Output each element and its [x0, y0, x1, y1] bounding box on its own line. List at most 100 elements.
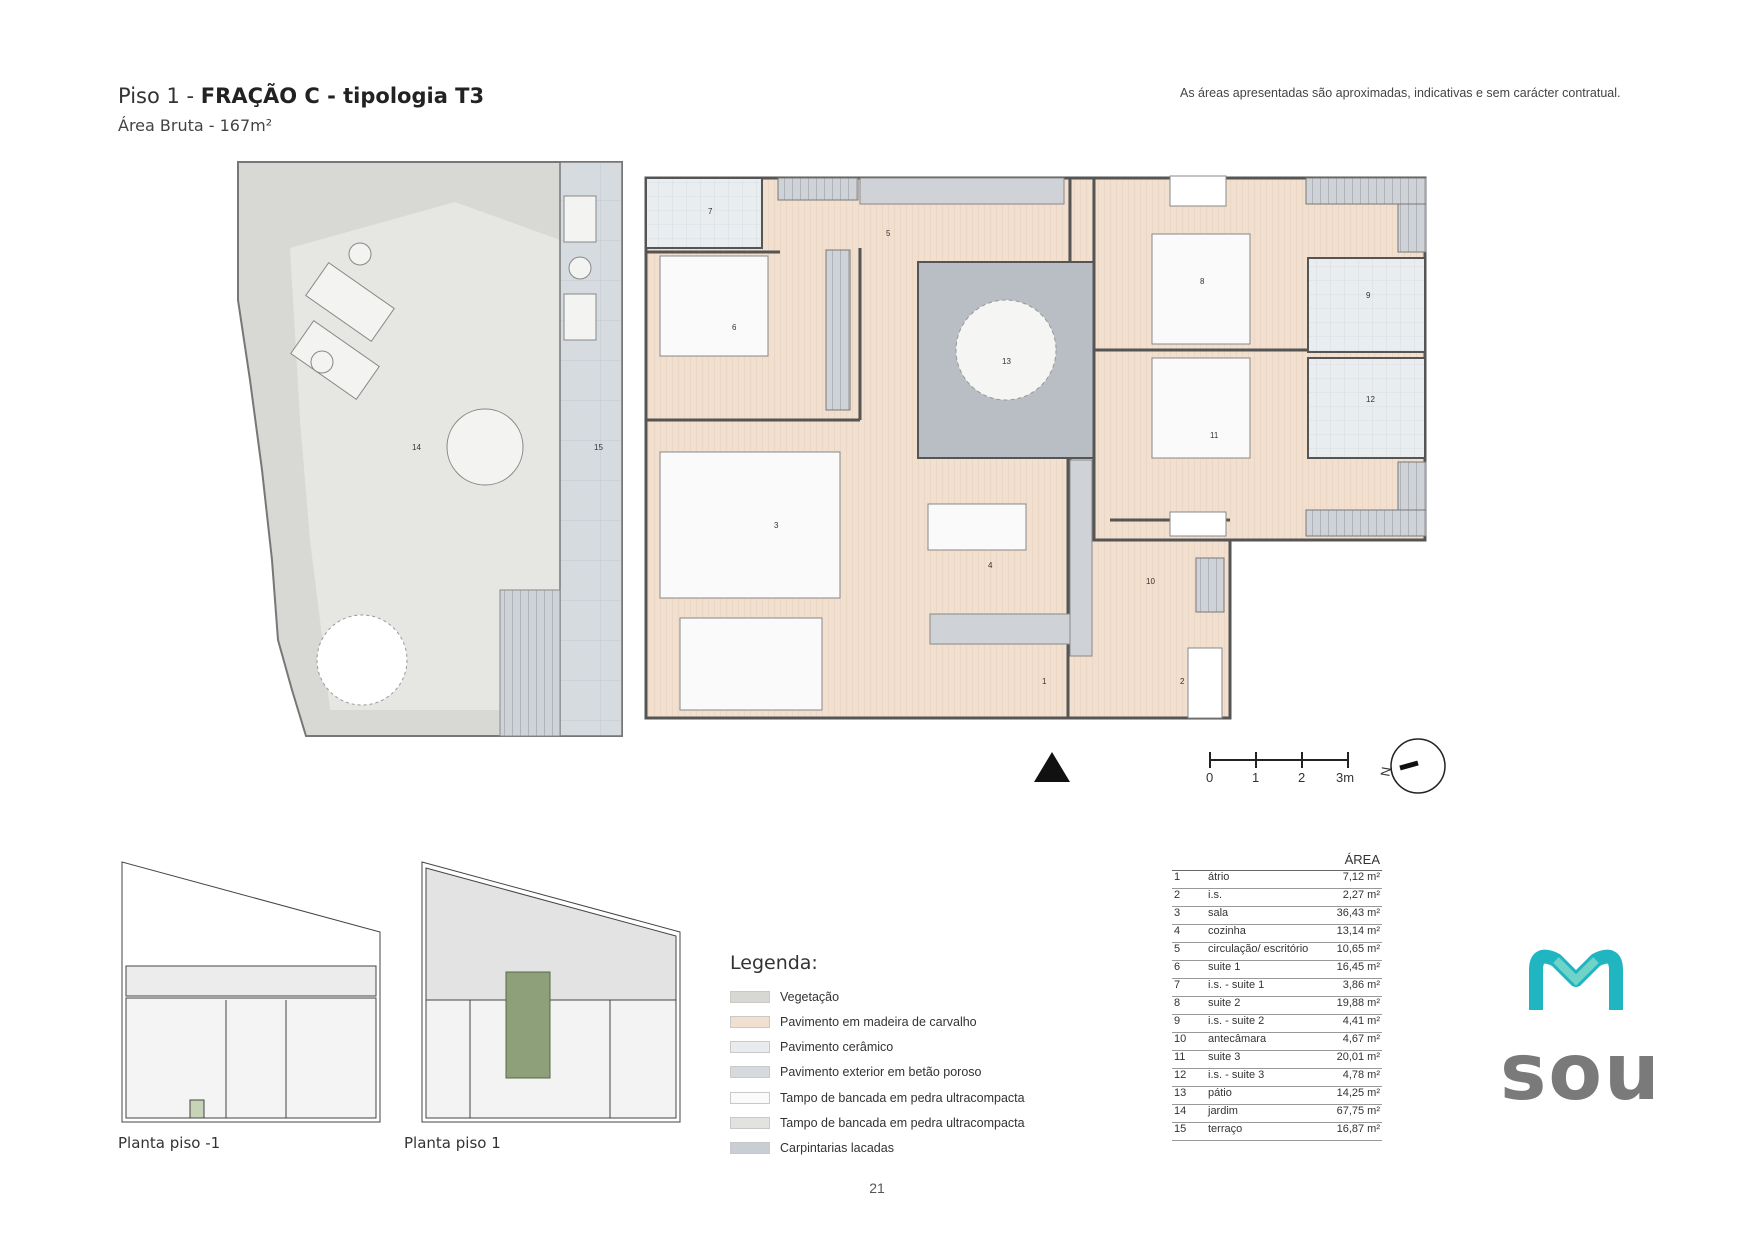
mini-plan-basement [121, 861, 381, 1123]
legend-item: Pavimento em madeira de carvalho [730, 1013, 977, 1031]
room-number: 10 [1146, 577, 1155, 586]
entrance-arrow-icon [1034, 752, 1070, 782]
area-number: 1 [1172, 870, 1206, 889]
area-value: 14,25 m² [1326, 1086, 1382, 1105]
area-number: 15 [1172, 1122, 1206, 1141]
legend-label: Pavimento exterior em betão poroso [780, 1065, 982, 1079]
area-room: sala [1206, 906, 1327, 925]
legend-label: Carpintarias lacadas [780, 1141, 894, 1155]
area-value: 10,65 m² [1326, 942, 1382, 961]
room-number: 8 [1200, 277, 1205, 286]
disclaimer: As áreas apresentadas são aproximadas, i… [1180, 86, 1621, 100]
area-value: 2,27 m² [1326, 888, 1382, 907]
area-room: jardim [1206, 1104, 1327, 1123]
legend-label: Tampo de bancada em pedra ultracompacta [780, 1091, 1025, 1105]
terrace [559, 161, 623, 737]
legend-label: Vegetação [780, 990, 840, 1004]
area-value: 67,75 m² [1326, 1104, 1382, 1123]
area-room: antecâmara [1206, 1032, 1327, 1051]
area-value: 36,43 m² [1326, 906, 1382, 925]
area-number: 6 [1172, 960, 1206, 979]
gross-area: Área Bruta - 167m² [118, 116, 273, 135]
legend-swatch [730, 1041, 770, 1053]
legend-label: Tampo de bancada em pedra ultracompacta [780, 1116, 1025, 1130]
legend-swatch [730, 1142, 770, 1154]
area-room: átrio [1206, 870, 1327, 889]
area-number: 3 [1172, 906, 1206, 925]
area-room: i.s. - suite 1 [1206, 978, 1327, 997]
area-room: suite 3 [1206, 1050, 1327, 1069]
room-number: 11 [1210, 431, 1219, 440]
north-label: N [1377, 766, 1393, 778]
sou-logo-icon [1529, 949, 1623, 1010]
area-number: 13 [1172, 1086, 1206, 1105]
area-value: 4,78 m² [1326, 1068, 1382, 1087]
area-room: terraço [1206, 1122, 1327, 1141]
room-number: 3 [774, 521, 779, 530]
area-number: 14 [1172, 1104, 1206, 1123]
mini-plan-floor1-caption: Planta piso 1 [404, 1134, 501, 1152]
area-number: 5 [1172, 942, 1206, 961]
legend-item: Tampo de bancada em pedra ultracompacta [730, 1089, 1025, 1107]
room-number: 14 [412, 443, 421, 452]
area-value: 16,45 m² [1326, 960, 1382, 979]
area-number: 7 [1172, 978, 1206, 997]
legend-item: Carpintarias lacadas [730, 1139, 894, 1157]
room-number: 5 [886, 229, 891, 238]
legend-label: Pavimento em madeira de carvalho [780, 1015, 977, 1029]
bathroom-7 [645, 177, 763, 249]
room-number: 2 [1180, 677, 1185, 686]
room-number: 4 [988, 561, 993, 570]
page-title: Piso 1 - FRAÇÃO C - tipologia T3 [118, 84, 484, 108]
area-number: 2 [1172, 888, 1206, 907]
area-room: cozinha [1206, 924, 1327, 943]
area-number: 8 [1172, 996, 1206, 1015]
mini-plan-floor1 [421, 861, 681, 1123]
area-room: i.s. - suite 3 [1206, 1068, 1327, 1087]
bathroom-9 [1307, 257, 1426, 353]
area-table-header: ÁREA [1172, 852, 1382, 871]
bathroom-12 [1307, 357, 1426, 459]
legend-item: Pavimento exterior em betão poroso [730, 1063, 982, 1081]
scale-label: 2 [1298, 770, 1305, 785]
area-number: 12 [1172, 1068, 1206, 1087]
scale-label: 1 [1252, 770, 1259, 785]
room-number: 13 [1002, 357, 1011, 366]
area-value: 16,87 m² [1326, 1122, 1382, 1141]
legend-item: Tampo de bancada em pedra ultracompacta [730, 1114, 1025, 1132]
legend-swatch [730, 1117, 770, 1129]
scale-label: 0 [1206, 770, 1213, 785]
area-value: 7,12 m² [1326, 870, 1382, 889]
title-prefix: Piso 1 - [118, 84, 201, 108]
area-value: 4,67 m² [1326, 1032, 1382, 1051]
area-room: i.s. [1206, 888, 1327, 907]
area-room: suite 2 [1206, 996, 1327, 1015]
area-room: i.s. - suite 2 [1206, 1014, 1327, 1033]
room-number: 7 [708, 207, 713, 216]
page-number: 21 [869, 1180, 885, 1196]
room-number: 1 [1042, 677, 1047, 686]
area-room: suite 1 [1206, 960, 1327, 979]
area-room: pátio [1206, 1086, 1327, 1105]
title-unit: FRAÇÃO C - tipologia T3 [200, 84, 485, 108]
area-value: 19,88 m² [1326, 996, 1382, 1015]
legend-swatch [730, 1092, 770, 1104]
scale-bar [1209, 752, 1349, 768]
legend-title: Legenda: [730, 952, 818, 974]
area-room: circulação/ escritório [1206, 942, 1327, 961]
area-number: 11 [1172, 1050, 1206, 1069]
legend-item: Pavimento cerâmico [730, 1038, 893, 1056]
